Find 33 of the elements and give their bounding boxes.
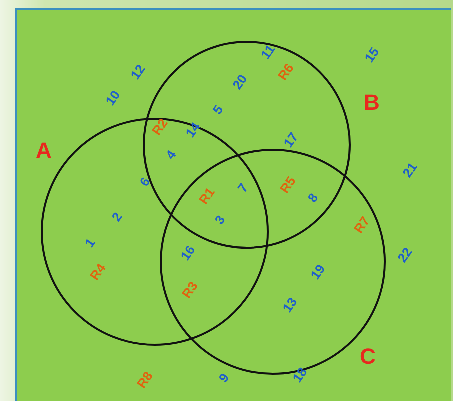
element-number: 21 [400,160,420,180]
element-number: 16 [178,243,198,263]
element-number: 3 [212,213,228,227]
region-label: R8 [134,369,156,391]
set-label: B [364,92,380,114]
element-number: 18 [290,365,310,385]
element-number: 22 [396,245,414,265]
set-label: A [36,140,52,162]
element-number: 15 [362,45,382,65]
region-label: R4 [88,261,108,283]
element-number: 12 [128,62,148,82]
region-label: R7 [352,214,372,236]
element-number: 14 [184,120,202,140]
set-label: C [360,346,376,368]
element-number: 19 [308,262,328,282]
element-number: 9 [216,371,232,385]
element-number: 1 [82,236,98,250]
element-number: 4 [164,148,178,162]
element-number: 7 [236,181,250,195]
element-number: 11 [258,42,278,62]
region-label: R6 [276,61,296,83]
element-number: 5 [210,103,226,117]
element-number: 8 [306,191,320,205]
region-label: R2 [150,116,170,138]
region-label: R5 [278,174,298,196]
element-number: 10 [104,88,122,108]
element-number: 20 [230,72,250,92]
element-number: 17 [282,130,300,150]
element-number: 6 [138,175,152,189]
element-number: 13 [280,295,300,315]
region-label: R3 [180,279,200,301]
region-label: R1 [196,185,218,207]
element-number: 2 [110,210,124,224]
